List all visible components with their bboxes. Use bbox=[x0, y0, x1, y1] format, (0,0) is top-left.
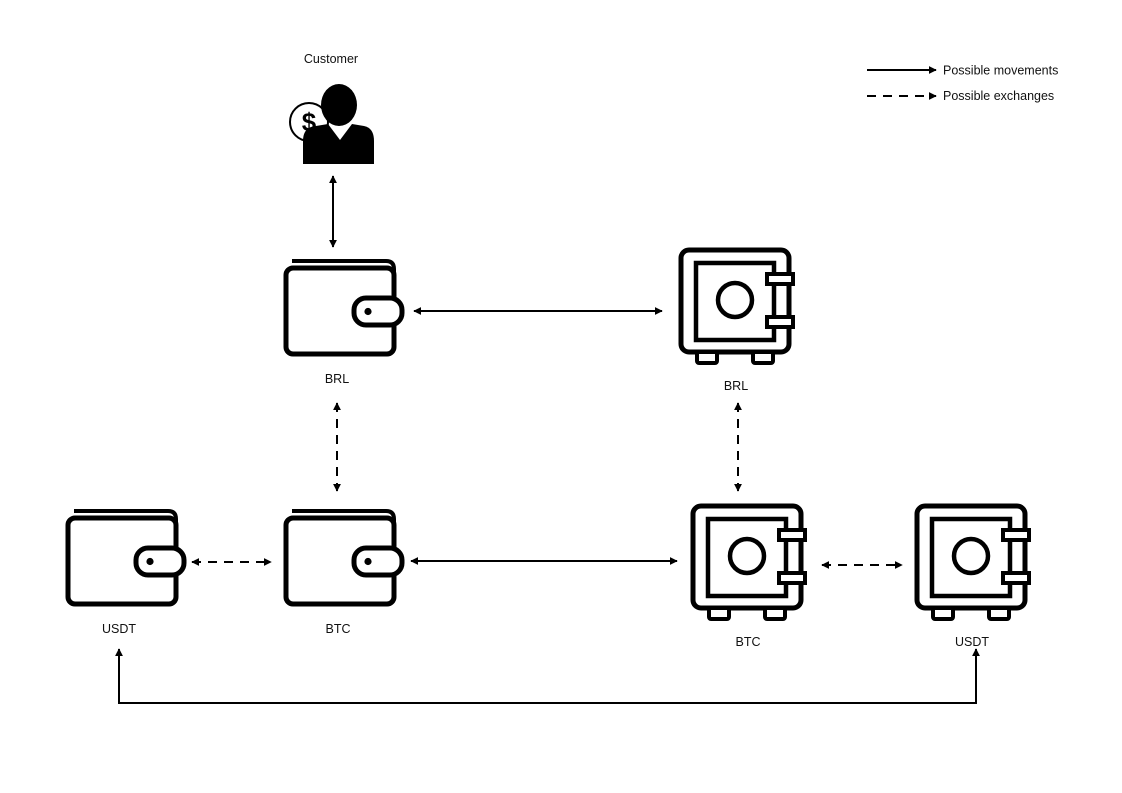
wallet-icon bbox=[286, 511, 402, 604]
edges bbox=[115, 175, 980, 704]
safe-usdt-node: USDT bbox=[917, 506, 1029, 649]
safe-icon bbox=[681, 250, 793, 363]
customer-label: Customer bbox=[304, 52, 358, 66]
safe-brl-label: BRL bbox=[724, 379, 748, 393]
legend-movement-label: Possible movements bbox=[943, 64, 1058, 78]
customer-node: Customer $ bbox=[289, 52, 374, 164]
wallet-icon bbox=[68, 511, 184, 604]
legend-exchange-label: Possible exchanges bbox=[943, 89, 1054, 103]
wallet-brl-label: BRL bbox=[325, 372, 349, 386]
wallet-usdt-node: USDT bbox=[68, 511, 184, 636]
legend: Possible movements Possible exchanges bbox=[867, 64, 1058, 103]
safe-btc-node: BTC bbox=[693, 506, 805, 649]
customer-dollar-icon: $ bbox=[289, 84, 374, 164]
wallet-btc-label: BTC bbox=[326, 622, 351, 636]
safe-icon bbox=[917, 506, 1029, 619]
wallet-usdt-label: USDT bbox=[102, 622, 136, 636]
safe-usdt-label: USDT bbox=[955, 635, 989, 649]
wallet-brl-node: BRL bbox=[286, 261, 402, 386]
wallet-btc-node: BTC bbox=[286, 511, 402, 636]
safe-icon bbox=[693, 506, 805, 619]
safe-brl-node: BRL bbox=[681, 250, 793, 393]
wallet-icon bbox=[286, 261, 402, 354]
edge-wallet-usdt-safe-usdt bbox=[115, 648, 980, 704]
safe-btc-label: BTC bbox=[736, 635, 761, 649]
